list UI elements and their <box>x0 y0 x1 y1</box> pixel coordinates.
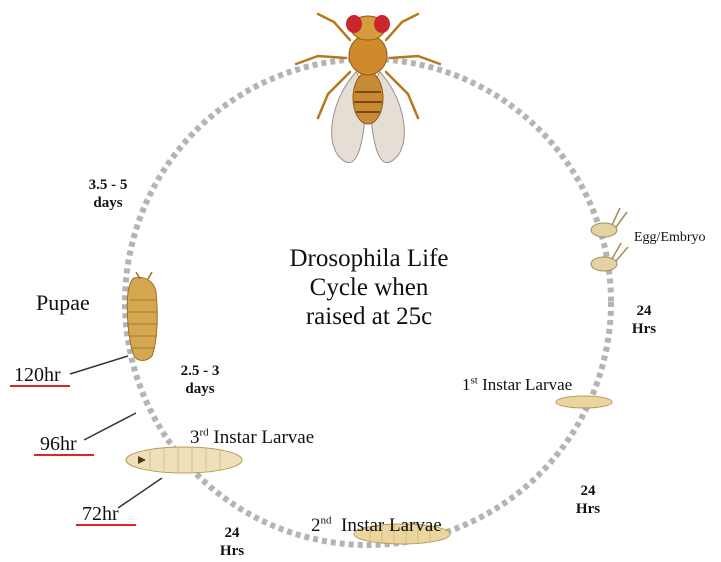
adult-fly-illustration <box>296 14 440 163</box>
third-to-pupae-duration: 2.5 - 3 days <box>168 362 232 398</box>
egg-to-first-unit: Hrs <box>624 320 664 338</box>
third-instar-end-time-marker: 96hr <box>40 434 77 454</box>
third-instar-start-leader-line <box>118 478 162 508</box>
pupae-time-marker: 120hr <box>14 365 61 385</box>
third-to-pupae-unit: days <box>168 380 232 398</box>
second-to-third-unit: Hrs <box>212 542 252 560</box>
second-to-third-duration: 24 Hrs <box>212 524 252 560</box>
pupae-to-adult-value: 3.5 - 5 <box>78 176 138 194</box>
second-instar-suffix: nd <box>321 515 332 527</box>
second-instar-text: Instar Larvae <box>332 515 442 536</box>
first-instar-suffix: st <box>471 374 478 386</box>
third-instar-label: 3rd Instar Larvae <box>190 428 314 447</box>
diagram-title: Drosophila Life Cycle when raised at 25c <box>262 244 476 331</box>
pupae-to-adult-unit: days <box>78 194 138 212</box>
third-instar-end-leader-line <box>84 413 136 440</box>
pupae-label: Pupae <box>36 292 90 314</box>
pupae-leader-line <box>70 356 128 374</box>
egg-to-first-value: 24 <box>624 302 664 320</box>
title-line-1: Drosophila Life <box>262 244 476 273</box>
first-instar-text: Instar Larvae <box>478 375 572 394</box>
pupa-illustration <box>127 272 158 361</box>
title-line-2: Cycle when <box>262 273 476 302</box>
second-instar-number: 2 <box>311 515 321 536</box>
first-instar-label: 1st Instar Larvae <box>462 376 572 393</box>
egg-embryo-label: Egg/Embryo <box>634 231 706 245</box>
first-to-second-unit: Hrs <box>568 500 608 518</box>
second-instar-label: 2nd Instar Larvae <box>292 497 442 554</box>
third-instar-suffix: rd <box>200 427 209 439</box>
title-line-3: raised at 25c <box>262 302 476 331</box>
egg-to-first-duration: 24 Hrs <box>624 302 664 338</box>
first-instar-larva-illustration <box>556 396 612 408</box>
third-instar-start-time-marker: 72hr <box>82 504 119 524</box>
pupae-to-adult-duration: 3.5 - 5 days <box>78 176 138 212</box>
first-to-second-value: 24 <box>568 482 608 500</box>
third-instar-larva-illustration <box>126 447 242 473</box>
third-instar-number: 3 <box>190 427 200 448</box>
third-to-pupae-value: 2.5 - 3 <box>168 362 232 380</box>
second-to-third-value: 24 <box>212 524 252 542</box>
first-instar-number: 1 <box>462 375 471 394</box>
first-to-second-duration: 24 Hrs <box>568 482 608 518</box>
third-instar-text: Instar Larvae <box>209 427 315 448</box>
